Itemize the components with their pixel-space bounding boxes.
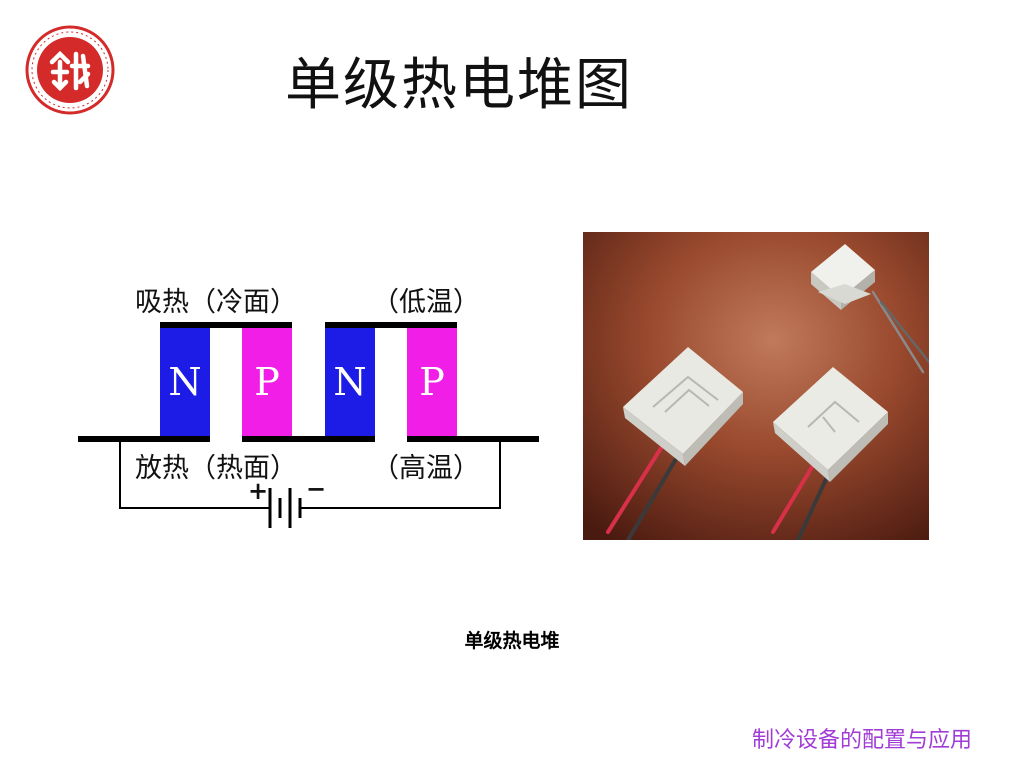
p-leg-2: P: [407, 328, 457, 436]
label-cold-side: 吸热（冷面）: [135, 287, 297, 318]
footer-course-title: 制冷设备的配置与应用: [751, 728, 972, 753]
top-connector-right: [325, 322, 457, 328]
n-leg-1-label: N: [168, 360, 202, 404]
diagram-caption: 单级热电堆: [464, 630, 560, 652]
bottom-connector-right: [407, 436, 539, 442]
university-seal-icon: [24, 24, 116, 116]
label-high-temp: （高温）: [372, 453, 480, 484]
bottom-connector-middle: [242, 436, 375, 442]
n-leg-2-label: N: [333, 360, 367, 404]
label-low-temp: （低温）: [372, 287, 480, 318]
battery-plus-sign: +: [248, 476, 269, 505]
bottom-connector-left: [78, 436, 210, 442]
p-leg-2-label: P: [419, 360, 445, 404]
label-hot-side: 放热（热面）: [135, 453, 297, 484]
thermoelectric-modules-photo: [583, 232, 929, 540]
battery-minus-sign: −: [306, 474, 327, 503]
top-connector-left: [160, 322, 292, 328]
n-leg-2: N: [325, 328, 375, 436]
n-leg-1: N: [160, 328, 210, 436]
circuit-wire: [119, 442, 501, 528]
thermopile-diagram: 吸热（冷面） （低温） N P N P 放热（热面） （高温） + −: [70, 270, 550, 540]
slide-title: 单级热电堆图: [285, 53, 633, 118]
p-leg-1: P: [242, 328, 292, 436]
p-leg-1-label: P: [254, 360, 280, 404]
